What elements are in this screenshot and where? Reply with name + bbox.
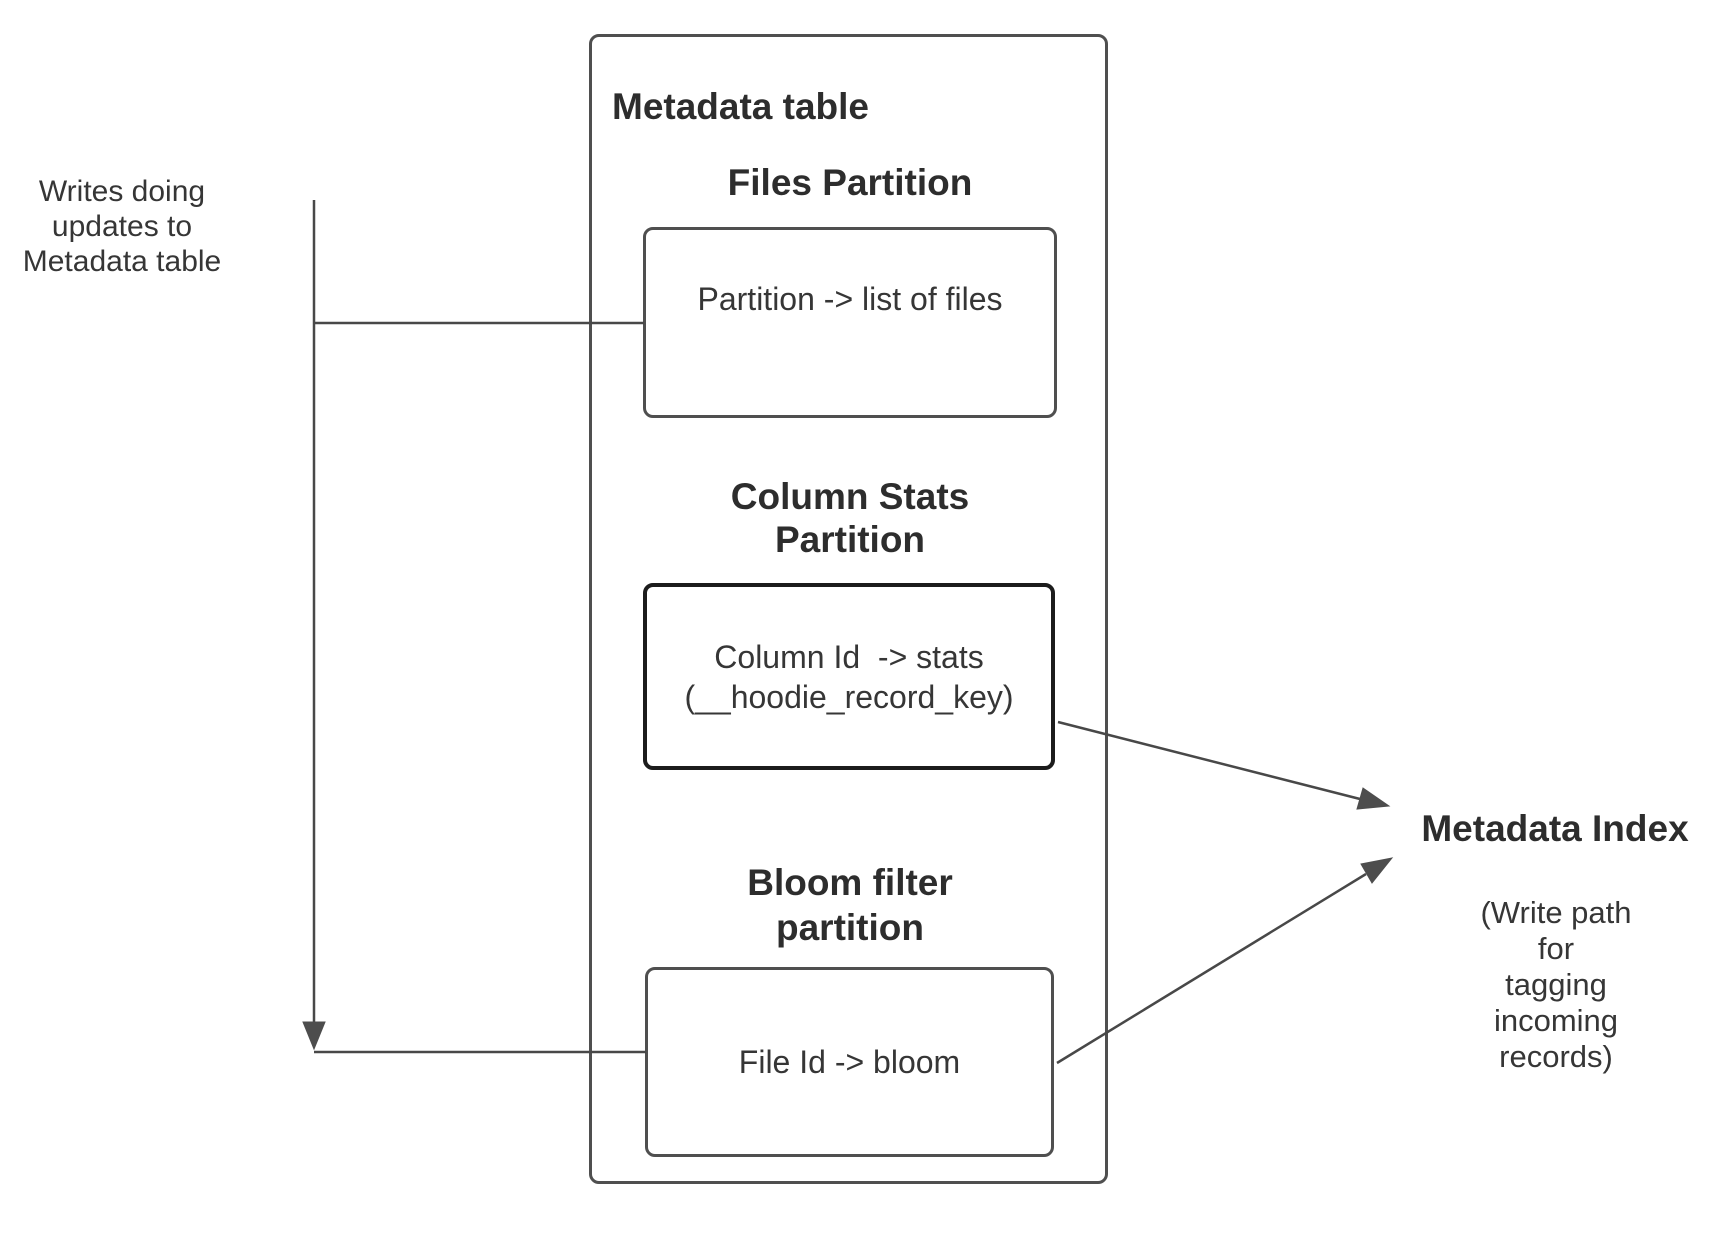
bloom-filter-partition-mapping: File Id -> bloom [738, 1044, 961, 1080]
writes-updates-note: Writes doing updates to Metadata table [22, 175, 222, 278]
metadata-index-subtitle: (Write path for tagging incoming records… [1480, 895, 1632, 1074]
column-stats-to-index-arrowhead [1356, 787, 1391, 810]
column-stats-partition-box: Column Id -> stats (__hoodie_record_key) [643, 583, 1055, 770]
bloom-filter-partition-heading: Bloom filter partition [747, 862, 953, 948]
bloom-to-index-arrowhead [1360, 857, 1394, 884]
files-partition-heading: Files Partition [727, 162, 973, 203]
column-stats-partition-heading: Column Stats Partition [730, 476, 970, 560]
files-partition-box: Partition -> list of files [643, 227, 1057, 418]
column-stats-partition-mapping: Column Id -> stats (__hoodie_record_key) [684, 638, 1014, 715]
files-partition-mapping: Partition -> list of files [697, 280, 1003, 317]
metadata-index-title: Metadata Index [1421, 808, 1689, 849]
bloom-filter-partition-box: File Id -> bloom [645, 967, 1054, 1157]
writes-down-arrowhead [302, 1021, 326, 1051]
metadata-table-title: Metadata table [612, 86, 870, 127]
